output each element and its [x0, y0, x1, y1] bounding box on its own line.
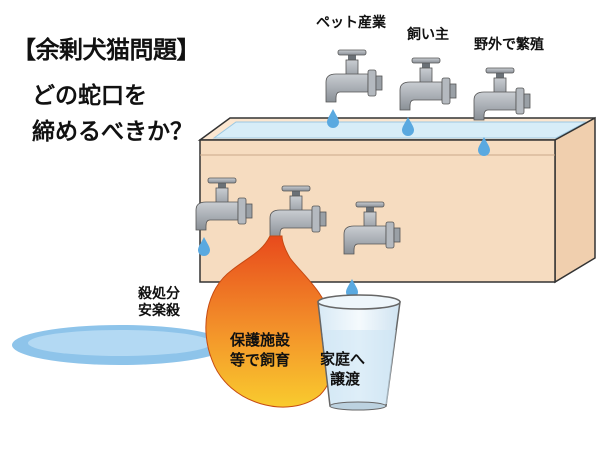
- question-line-1: どの蛇口を: [32, 83, 147, 109]
- tank: [197, 116, 596, 284]
- label-kill-line-2: 安楽殺: [138, 303, 180, 319]
- label-kill-line-1: 殺処分: [138, 286, 180, 302]
- faucet-owner: [399, 57, 457, 111]
- drop-pet: [327, 109, 339, 128]
- faucet-pet-industry: [325, 49, 383, 103]
- home-glass: [317, 294, 401, 411]
- label-owner: 飼い主: [407, 27, 449, 43]
- shelter-bag: [205, 235, 337, 408]
- label-shelter-line-2: 等で飼育: [230, 351, 291, 369]
- label-shelter-line-1: 保護施設: [230, 331, 291, 349]
- title: 【余剰犬猫問題】: [12, 36, 201, 64]
- label-home-line-1: 家庭へ: [320, 350, 366, 368]
- label-pet-industry: ペット産業: [316, 15, 386, 31]
- question-line-2: 締めるべきか？: [32, 119, 193, 145]
- label-wild-breeding: 野外で繁殖: [474, 37, 544, 53]
- label-home-line-2: 譲渡: [330, 370, 361, 388]
- faucet-wild: [473, 67, 531, 121]
